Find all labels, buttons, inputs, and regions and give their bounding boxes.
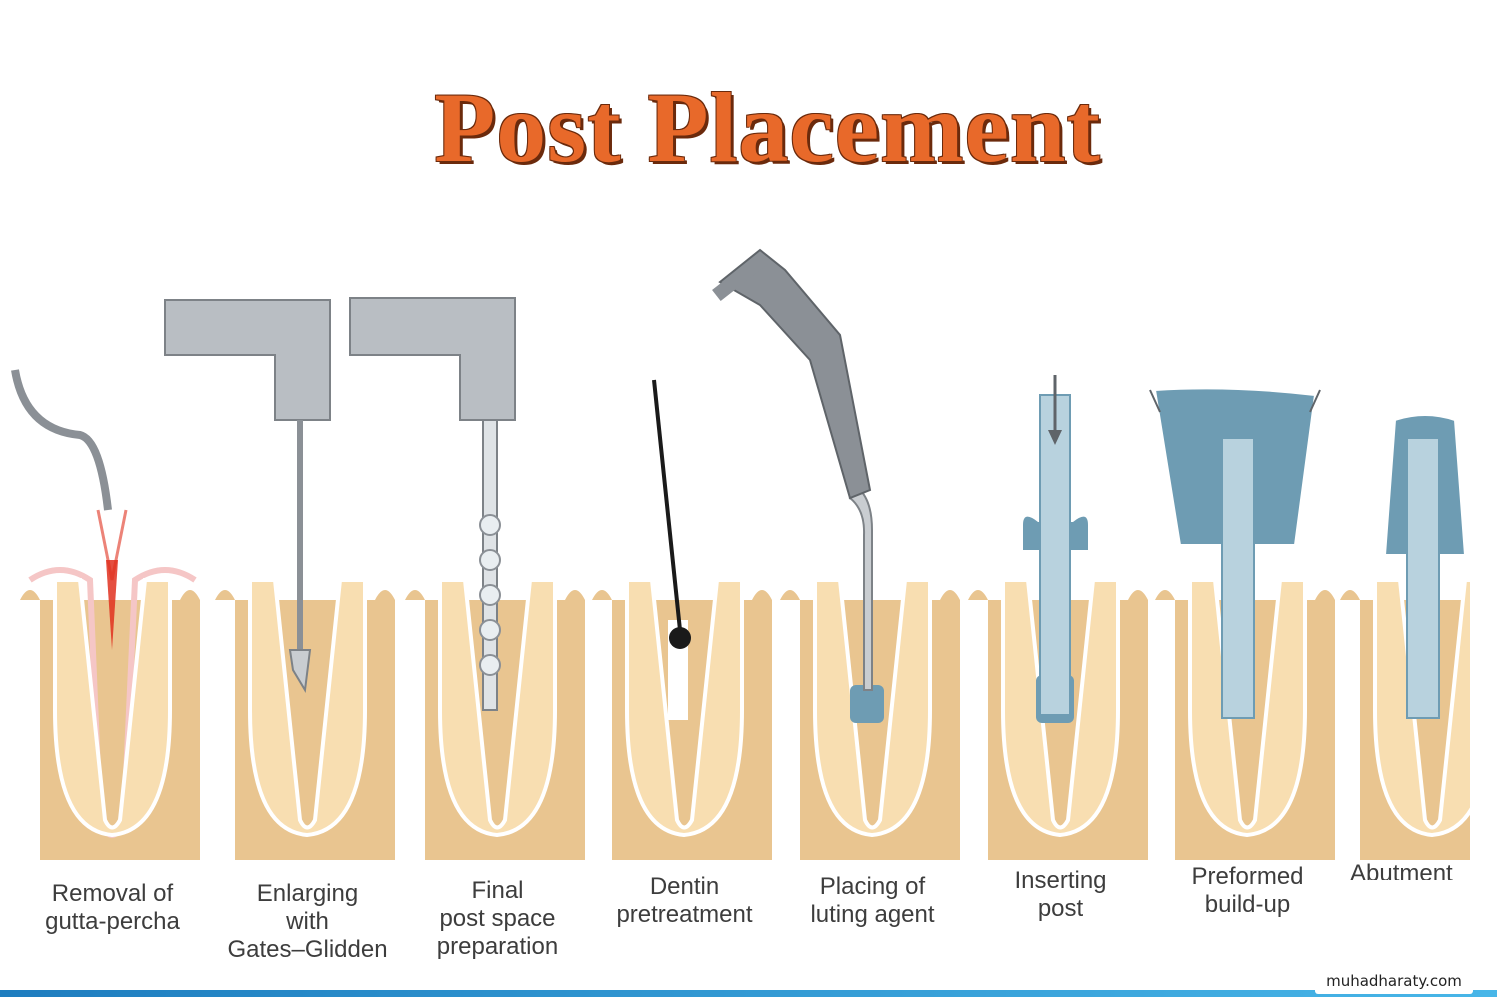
step-abutment-preparation: Abutment preparation <box>1340 260 1470 880</box>
page-title: Post Placement <box>434 72 1101 183</box>
step-illustration <box>11 369 200 860</box>
step-removal: Removal of gutta-percha <box>11 260 205 935</box>
step-label: Final post space preparation <box>436 877 559 960</box>
step-dentin-pretreatment: Dentin pretreatment <box>592 260 777 928</box>
step-label: Preformed build-up <box>1191 863 1304 918</box>
step-inserting-post: Inserting post <box>968 260 1153 922</box>
step-preformed-build-up: Preformed build-up <box>1149 260 1340 918</box>
step-label: Enlarging with Gates–Glidden <box>227 880 388 963</box>
watermark-text: muhadharaty.com <box>1315 968 1473 994</box>
step-gates-glidden: Enlarging with Gates–Glidden <box>164 260 400 963</box>
step-label: Abutment preparation <box>1350 860 1453 880</box>
step-label: Placing of luting agent <box>810 873 935 928</box>
step-label: Dentin pretreatment <box>616 873 753 928</box>
step-luting-agent: Placing of luting agent <box>712 248 965 928</box>
bottom-accent-bar <box>0 990 1497 997</box>
step-label: Inserting post <box>1014 867 1107 922</box>
step-final-post-space: Final post space preparation <box>349 260 590 960</box>
step-label: Removal of gutta-percha <box>45 880 180 935</box>
